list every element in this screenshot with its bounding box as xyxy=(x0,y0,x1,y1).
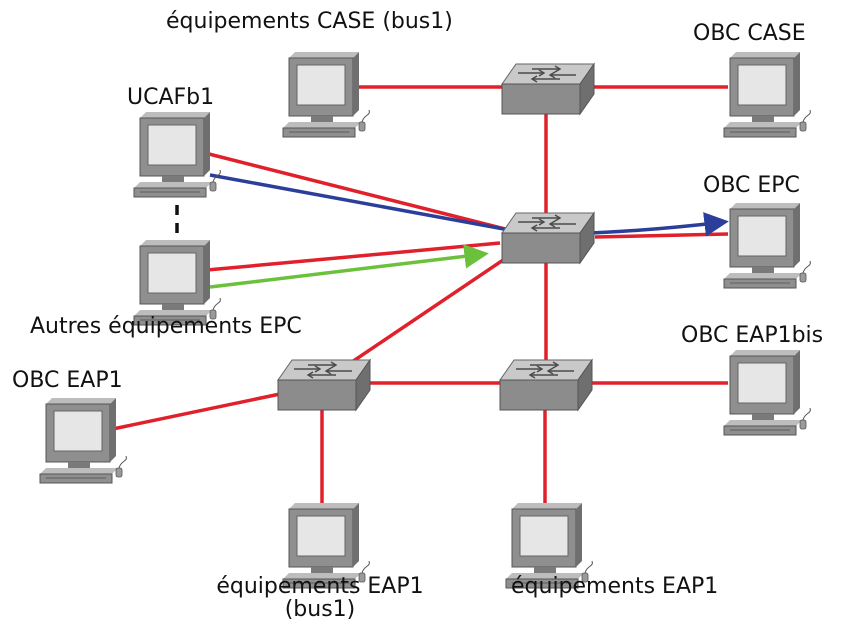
green-flow-arrow xyxy=(209,244,489,289)
top-switch-icon xyxy=(501,63,595,115)
label-case-equipment: équipements CASE (bus1) xyxy=(166,9,453,34)
computer-other-epc-icon xyxy=(133,239,221,326)
left-switch-icon xyxy=(277,359,371,411)
right-switch-icon xyxy=(499,359,593,411)
computer-obc-epc-icon xyxy=(723,202,811,289)
link-other-epc-center-switch xyxy=(206,241,501,272)
computer-obc-eap1bis-icon xyxy=(723,349,811,436)
link-center-switch-left-switch xyxy=(339,250,516,372)
computer-case-equipment-icon xyxy=(282,51,370,138)
link-obc-eap1-left-switch xyxy=(107,392,281,432)
label-obc-case: OBC CASE xyxy=(693,21,806,46)
label-eap1-bus1: équipements EAP1 (bus1) xyxy=(170,575,470,621)
label-eap1-bus1-line2: (bus1) xyxy=(284,597,356,623)
computer-obc-case-icon xyxy=(723,51,811,138)
center-switch-icon xyxy=(501,212,595,264)
computer-ucafb1-icon xyxy=(133,111,221,198)
label-eap1-equipment: équipements EAP1 xyxy=(511,574,719,599)
link-center-switch-obc-epc xyxy=(594,232,729,239)
label-ucafb1: UCAFb1 xyxy=(127,85,215,110)
label-obc-epc: OBC EPC xyxy=(703,173,800,198)
label-obc-eap1bis: OBC EAP1bis xyxy=(681,323,824,348)
label-obc-eap1: OBC EAP1 xyxy=(12,368,123,393)
label-eap1-bus1-line1: équipements EAP1 xyxy=(216,574,424,599)
computer-obc-eap1-icon xyxy=(39,397,127,484)
link-ucafb1-center-switch xyxy=(204,151,506,231)
label-other-epc: Autres équipements EPC xyxy=(30,314,302,339)
blue-flow-arrow xyxy=(209,173,729,237)
network-links xyxy=(107,85,729,505)
